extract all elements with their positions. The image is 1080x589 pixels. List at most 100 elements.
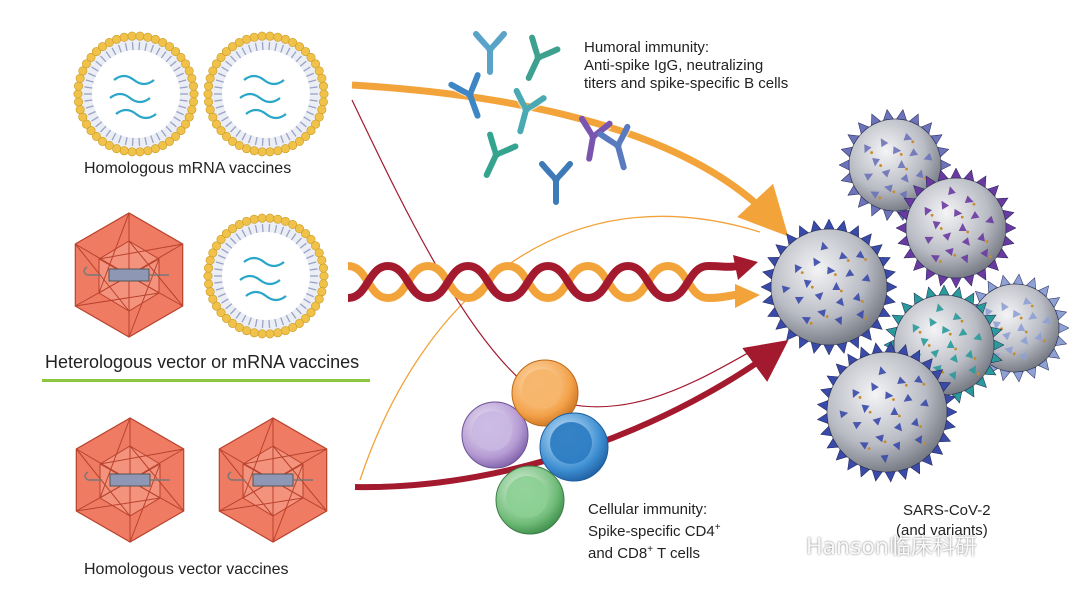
- spike-protein: [961, 237, 970, 246]
- heterologous-helix-arrow: [347, 255, 760, 308]
- lipid-tail: [117, 135, 122, 144]
- lipid-head: [187, 105, 197, 115]
- lipid-head: [205, 73, 215, 83]
- lipid-tail: [131, 137, 134, 146]
- lipid-tail: [221, 248, 229, 254]
- spike-protein: [963, 274, 975, 287]
- spike-protein: [938, 382, 952, 392]
- lipid-head: [208, 66, 218, 76]
- spike-protein: [973, 332, 983, 341]
- lipid-tail: [274, 136, 278, 146]
- spike-protein: [884, 341, 896, 353]
- surface-dot: [973, 357, 977, 360]
- lipid-tail: [247, 135, 252, 144]
- surface-dot: [867, 447, 871, 450]
- lipid-tail: [285, 132, 291, 141]
- lipid-head: [294, 318, 304, 328]
- lipid-head: [314, 66, 324, 76]
- spike-protein: [852, 422, 862, 430]
- spike-protein: [836, 220, 848, 232]
- surface-dot: [899, 153, 903, 156]
- surface-dot: [897, 414, 901, 418]
- lipid-head: [311, 241, 321, 251]
- surface-dot: [1012, 352, 1016, 356]
- spike-protein: [897, 209, 910, 221]
- spike-protein: [996, 197, 1009, 208]
- spike-protein: [823, 218, 835, 230]
- lipid-head: [204, 263, 214, 273]
- vector-edge: [99, 463, 184, 512]
- t-cell-purple: [461, 401, 529, 469]
- spike-protein: [925, 286, 937, 299]
- lipid-head: [228, 42, 238, 52]
- spike-protein: [861, 274, 871, 282]
- lipid-tail: [117, 44, 122, 53]
- lipid-tail: [165, 125, 172, 133]
- lipid-head: [204, 97, 214, 107]
- lipid-head: [216, 308, 226, 318]
- spike-protein: [799, 336, 809, 349]
- lipid-head: [216, 126, 226, 136]
- spike-protein: [870, 318, 883, 330]
- lipid-head: [171, 47, 181, 57]
- spike-protein: [864, 173, 874, 181]
- spike-protein: [999, 274, 1011, 287]
- lipid-head: [104, 140, 114, 150]
- lipid-head: [78, 112, 88, 122]
- spike-protein: [924, 206, 932, 216]
- lipid-head: [127, 147, 137, 157]
- lipid-head: [98, 136, 108, 146]
- spike-protein: [970, 211, 980, 219]
- lipid-tail: [290, 233, 297, 241]
- spike-protein: [897, 235, 910, 247]
- lipid-tail: [138, 137, 141, 146]
- spike-protein: [799, 225, 809, 238]
- spike-protein: [950, 167, 962, 179]
- lipid-head: [211, 301, 221, 311]
- lipid-head: [91, 131, 101, 141]
- vector-edge: [129, 463, 161, 543]
- lipid-head: [317, 105, 327, 115]
- spike-protein: [820, 387, 833, 399]
- lipid-head: [301, 47, 311, 57]
- lipid-tail: [303, 248, 311, 254]
- spike-protein: [813, 257, 821, 267]
- surface-dot: [905, 167, 908, 171]
- lipid-tail: [299, 242, 307, 249]
- lipid-tail: [176, 72, 184, 78]
- spike-protein: [931, 369, 944, 381]
- lipid-head: [119, 146, 129, 156]
- vector-edge: [272, 463, 304, 543]
- helix-red-strand: [347, 261, 739, 303]
- lipid-head: [265, 147, 275, 157]
- spike-protein: [834, 316, 843, 326]
- lipid-tail: [247, 317, 252, 326]
- cellular-thin-arrow-from-mrna: [351, 99, 763, 408]
- lipid-tail: [84, 86, 93, 89]
- lipid-tail: [290, 311, 297, 319]
- lipid-head: [317, 255, 327, 265]
- spike-protein: [1012, 371, 1024, 383]
- vector-edge: [242, 417, 274, 499]
- lipid-tail: [303, 116, 311, 122]
- spike-protein: [899, 190, 907, 200]
- spike-protein: [872, 158, 881, 167]
- surface-dot: [839, 289, 843, 293]
- cellular-title: Cellular immunity:: [588, 501, 708, 518]
- surface-dot: [976, 372, 980, 376]
- lipid-tail: [268, 137, 271, 146]
- antibody-icon: [473, 31, 507, 75]
- spike-protein: [893, 422, 903, 432]
- lipid-tail: [169, 121, 177, 128]
- spike-protein: [847, 353, 858, 366]
- lipid-tail: [215, 105, 224, 109]
- lipid-head: [86, 126, 96, 136]
- lipid-head: [294, 136, 304, 146]
- lipid-head: [75, 73, 85, 83]
- lipid-head: [257, 329, 267, 339]
- lipid-head: [314, 294, 324, 304]
- lipid-tail: [150, 135, 155, 144]
- spike-protein: [890, 407, 899, 415]
- spike-protein: [915, 169, 924, 179]
- spike-protein: [965, 349, 973, 359]
